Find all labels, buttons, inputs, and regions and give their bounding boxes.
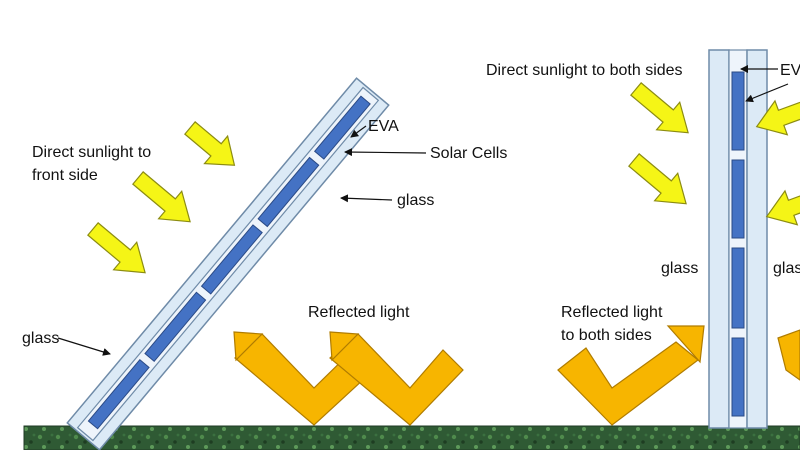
label-glass-right-back: glass xyxy=(773,260,800,277)
label-direct-sunlight-front: Direct sunlight to xyxy=(32,144,151,161)
vertical-panel xyxy=(708,49,768,429)
leader-glass-front xyxy=(340,194,393,203)
reflected-light-arrow xyxy=(233,331,264,362)
label-glass-back: glass xyxy=(22,330,59,347)
leader-glass-back xyxy=(57,337,111,356)
leader-eva-left xyxy=(350,125,367,138)
solar-cell xyxy=(144,291,207,363)
ground-strip xyxy=(23,425,800,450)
leader-solar-cells xyxy=(344,148,427,157)
solar-cell xyxy=(731,159,745,239)
label-glass-right-front: glass xyxy=(661,260,698,277)
panel-glass-back-right xyxy=(746,49,768,429)
reflected-light-arrow xyxy=(329,331,360,362)
solar-cell xyxy=(731,247,745,329)
label-front-side: front side xyxy=(32,167,98,184)
sunlight-arrow xyxy=(132,171,191,223)
solar-cell xyxy=(731,337,745,417)
sunlight-arrow xyxy=(628,153,687,205)
sunlight-arrow xyxy=(630,82,689,134)
label-solar-cells: Solar Cells xyxy=(430,145,507,162)
sunlight-arrow xyxy=(765,181,800,226)
tilted-panel xyxy=(66,77,390,450)
label-glass-front: glass xyxy=(397,192,434,209)
sunlight-arrow xyxy=(184,121,236,166)
solar-cell xyxy=(200,224,263,295)
sunlight-arrow xyxy=(755,91,800,136)
label-eva-right: EVA xyxy=(780,62,800,79)
solar-cell xyxy=(257,156,320,228)
label-reflected-light-right: Reflected light xyxy=(561,304,663,321)
panel-glass-front-right xyxy=(708,49,730,429)
solar-cell xyxy=(313,95,371,160)
sunlight-arrow xyxy=(87,222,146,274)
leader-cell-right xyxy=(745,83,789,103)
label-reflected-light-left: Reflected light xyxy=(308,304,410,321)
reflected-light-arrow xyxy=(557,341,699,426)
label-eva-left: EVA xyxy=(368,118,399,135)
reflected-light-arrow xyxy=(777,329,800,381)
reflected-light-arrow xyxy=(666,325,705,364)
label-direct-sunlight-both: Direct sunlight to both sides xyxy=(486,62,683,79)
label-to-both-sides: to both sides xyxy=(561,327,652,344)
solar-cell xyxy=(731,71,745,151)
solar-cell xyxy=(87,359,150,430)
